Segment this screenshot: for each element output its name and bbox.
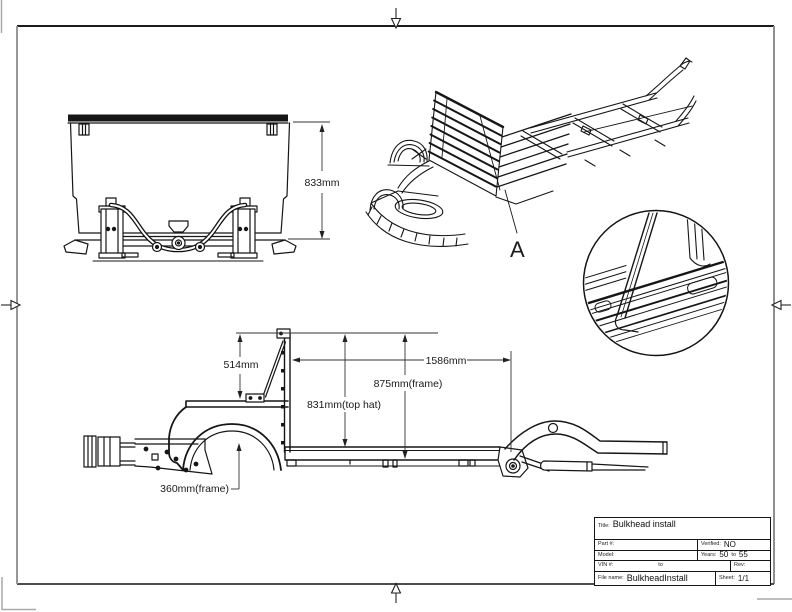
side-view-dimensions: 514mm 1586mm 875mm(frame) 831mm(top hat) bbox=[160, 332, 512, 495]
dim-label-1586: 1586mm bbox=[426, 355, 467, 367]
dim-label-front-height: 833mm bbox=[304, 177, 339, 189]
sheet-value: 1/1 bbox=[737, 573, 750, 583]
part-number-label: Part #: bbox=[598, 541, 615, 547]
verified-value: NO bbox=[723, 540, 736, 549]
vin-to-word: to bbox=[658, 562, 663, 569]
dim-833mm: 833mm bbox=[288, 121, 340, 240]
dim-831mm: 831mm(top hat) bbox=[307, 334, 381, 447]
title-block-row-part: Part #: Verified: NO bbox=[595, 539, 770, 550]
sheet-label: Sheet: bbox=[719, 574, 735, 581]
isometric-view bbox=[365, 57, 697, 247]
verified-label: Verified: bbox=[701, 541, 721, 547]
front-view bbox=[63, 114, 297, 262]
center-marks bbox=[1, 8, 791, 603]
center-mark-left bbox=[1, 299, 22, 311]
title-block-row-model: Model: Years: 50 to 55 bbox=[595, 549, 770, 560]
center-mark-top bbox=[390, 8, 402, 30]
years-to-word: to bbox=[731, 551, 736, 558]
file-name-label: File name: bbox=[598, 574, 624, 581]
dim-label-514: 514mm bbox=[223, 359, 258, 371]
title-block: Title: Bulkhead install Part #: Verified… bbox=[594, 517, 771, 586]
model-label: Model: bbox=[598, 551, 615, 558]
dim-1586mm: 1586mm bbox=[292, 351, 512, 452]
title-block-row-file: File name: BulkheadInstall Sheet: 1/1 bbox=[595, 571, 770, 585]
dim-875mm: 875mm(frame) bbox=[374, 334, 443, 459]
detail-circle-view bbox=[582, 209, 730, 357]
title-value: Bulkhead install bbox=[612, 519, 676, 529]
title-block-row-vin: VIN #: to Rev: bbox=[595, 560, 770, 571]
file-name-value: BulkheadInstall bbox=[626, 573, 688, 583]
side-view bbox=[83, 328, 668, 478]
years-label: Years: bbox=[701, 551, 717, 558]
dim-label-831: 831mm(top hat) bbox=[307, 399, 381, 411]
years-from-value: 50 bbox=[719, 550, 729, 560]
title-block-row-title: Title: Bulkhead install bbox=[595, 518, 770, 539]
center-mark-right bbox=[770, 299, 791, 311]
rev-label: Rev: bbox=[734, 562, 746, 569]
dim-514mm: 514mm bbox=[223, 334, 259, 399]
detail-callout-label: A bbox=[510, 237, 525, 262]
title-label: Title: bbox=[598, 523, 610, 529]
center-mark-bottom bbox=[390, 582, 402, 603]
dim-360mm: 360mm(frame) bbox=[160, 443, 242, 495]
dim-label-360: 360mm(frame) bbox=[160, 483, 229, 495]
vin-label: VIN #: bbox=[598, 562, 614, 569]
dim-label-875: 875mm(frame) bbox=[374, 378, 443, 390]
years-to-value: 55 bbox=[738, 550, 748, 560]
